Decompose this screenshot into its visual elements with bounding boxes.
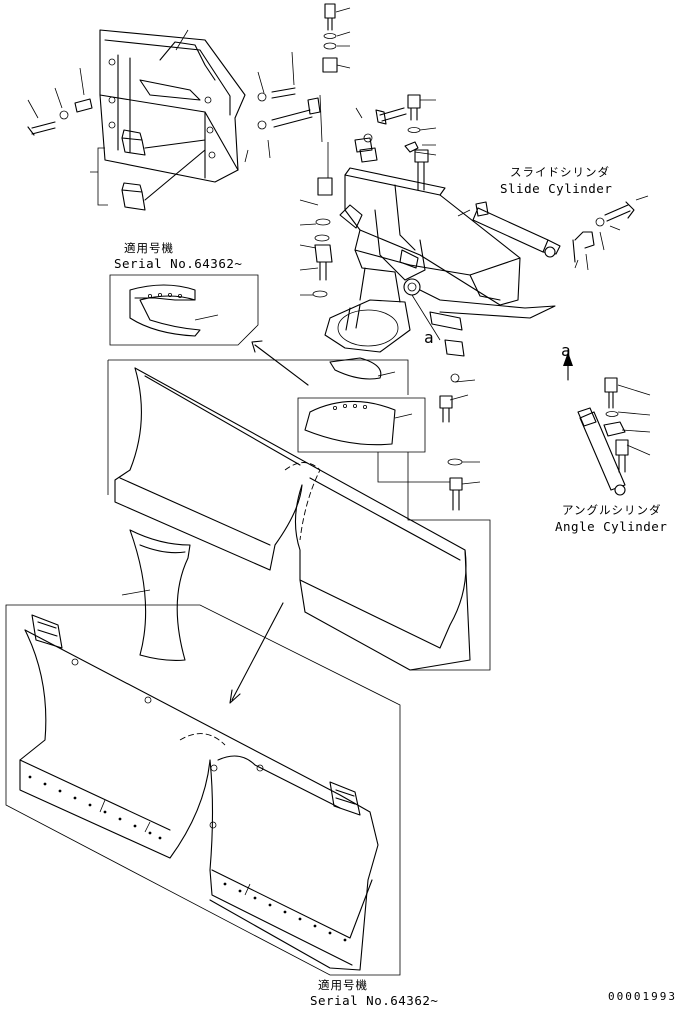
serial-top-label-jp: 適用号機 xyxy=(124,241,174,255)
view-marker-a-main: a xyxy=(424,328,435,347)
corner-guard xyxy=(121,529,191,661)
view-marker-a-detail: a xyxy=(561,341,572,360)
slide-cylinder-label-en: Slide Cylinder xyxy=(500,181,613,196)
angle-cylinder-part xyxy=(563,349,651,496)
serial-bottom-label-jp: 適用号機 xyxy=(318,978,368,992)
arrow-markers xyxy=(229,340,309,704)
new-blade xyxy=(5,604,401,976)
serial-top-label-en: Serial No.64362~ xyxy=(114,256,243,271)
angle-cylinder-label-en: Angle Cylinder xyxy=(555,519,668,534)
pin-stack xyxy=(299,137,378,298)
drawing-id: 00001993 xyxy=(608,990,677,1003)
old-blade xyxy=(107,359,491,671)
lower-bolt-set xyxy=(411,294,481,511)
serial-inset-box-top xyxy=(109,274,259,346)
slide-cylinder-label-jp: スライドシリンダ xyxy=(510,165,610,179)
upper-right-bolt-set xyxy=(355,94,437,191)
slide-cylinder-part xyxy=(457,195,649,271)
wear-pad-set xyxy=(90,129,206,211)
frame-bolt-set xyxy=(27,29,189,136)
shim-plate-set xyxy=(297,357,450,483)
vertical-bolt-stack xyxy=(322,3,351,73)
blade-frame xyxy=(324,167,556,357)
frame-bracket xyxy=(99,29,246,183)
serial-bottom-label-en: Serial No.64362~ xyxy=(310,993,439,1008)
angle-cylinder-label-jp: アングルシリンダ xyxy=(562,503,662,517)
side-bolt-set xyxy=(244,51,323,163)
